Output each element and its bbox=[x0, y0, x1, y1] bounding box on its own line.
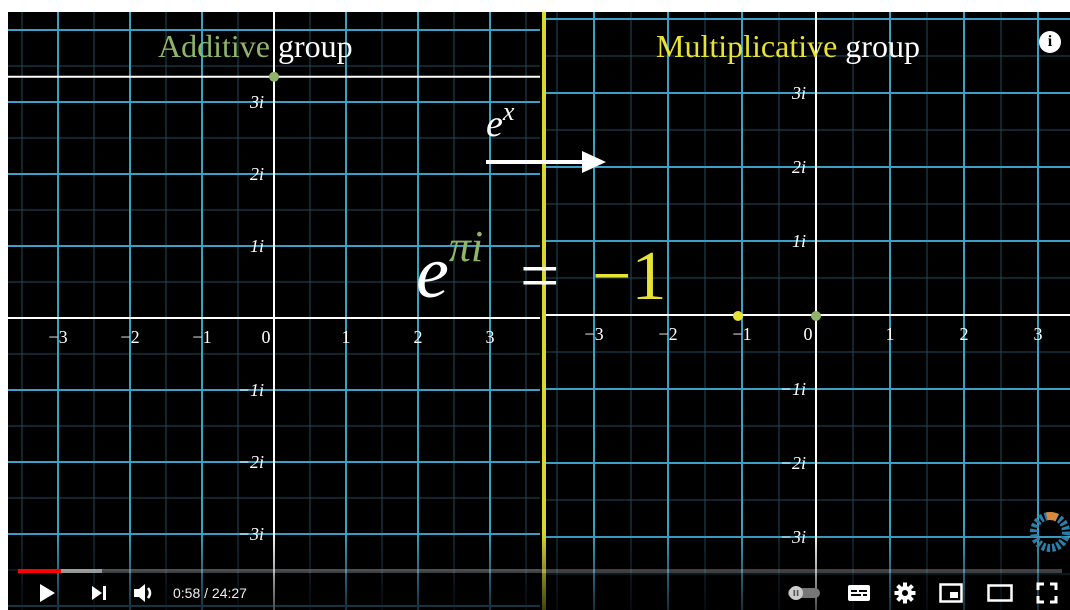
next-button[interactable] bbox=[84, 576, 114, 610]
multiplicative-real-tick-label: −1 bbox=[732, 324, 751, 344]
additive-imag-tick-label: −1i bbox=[238, 380, 264, 400]
equation-equals: = bbox=[520, 238, 559, 315]
multiplicative-imag-tick-label: 1i bbox=[792, 231, 806, 251]
multiplicative-group-title: Multiplicative group bbox=[656, 28, 920, 65]
divider-line bbox=[542, 12, 546, 610]
equation: eπi bbox=[416, 222, 483, 314]
progress-bar[interactable] bbox=[18, 569, 1062, 573]
duration: 24:27 bbox=[211, 585, 247, 601]
multiplicative-real-tick-label: 0 bbox=[804, 324, 813, 344]
multiplicative-word: Multiplicative bbox=[656, 28, 838, 64]
additive-real-tick-label: −1 bbox=[192, 327, 211, 347]
equation-base: e bbox=[416, 232, 449, 314]
mapping-exponent: x bbox=[502, 97, 515, 126]
multiplicative-imag-tick-label: −2i bbox=[780, 453, 806, 473]
additive-real-tick-label: 0 bbox=[262, 327, 271, 347]
additive-real-tick-label: −3 bbox=[48, 327, 67, 347]
autoplay-toggle-icon bbox=[788, 586, 820, 600]
additive-imag-tick-label: 3i bbox=[249, 92, 264, 112]
group-word-right: group bbox=[837, 28, 920, 64]
fullscreen-icon bbox=[1036, 582, 1058, 604]
multiplicative-real-tick-label: 3 bbox=[1034, 324, 1043, 344]
multiplicative-real-tick-label: 1 bbox=[886, 324, 895, 344]
multiplicative-point-yellow bbox=[733, 311, 743, 321]
loading-spinner-icon bbox=[1030, 512, 1070, 552]
equation-rhs: −1 bbox=[592, 238, 666, 315]
video-player[interactable]: −3−2−101233i2i1i−1i−2i−3i−3−2−101233i2i1… bbox=[8, 12, 1070, 610]
progress-played bbox=[18, 569, 61, 573]
autoplay-toggle[interactable] bbox=[784, 576, 824, 610]
additive-word: Additive bbox=[158, 28, 270, 64]
mapping-base: e bbox=[486, 103, 503, 145]
additive-real-tick-label: 1 bbox=[342, 327, 351, 347]
volume-button[interactable] bbox=[128, 576, 162, 610]
controls-shade bbox=[8, 532, 1070, 610]
time-display: 0:58 / 24:27 bbox=[173, 585, 247, 601]
info-icon: i bbox=[1047, 33, 1053, 50]
miniplayer-button[interactable] bbox=[934, 576, 968, 610]
settings-button[interactable] bbox=[888, 576, 922, 610]
equation-exponent: πi bbox=[449, 222, 483, 271]
time-separator: / bbox=[200, 585, 212, 601]
mapping-arrow-head bbox=[582, 151, 606, 173]
additive-group-title: Additive group bbox=[158, 28, 353, 65]
player-controls: 0:58 / 24:27 bbox=[8, 576, 1070, 610]
additive-imag-tick-label: 1i bbox=[250, 236, 264, 256]
additive-real-tick-label: −2 bbox=[120, 327, 139, 347]
volume-icon bbox=[134, 584, 152, 602]
multiplicative-real-tick-label: −2 bbox=[658, 324, 677, 344]
multiplicative-real-tick-label: 2 bbox=[960, 324, 969, 344]
additive-point bbox=[269, 71, 279, 82]
miniplayer-icon bbox=[939, 583, 963, 603]
settings-icon bbox=[894, 582, 916, 604]
additive-imag-tick-label: 2i bbox=[250, 164, 264, 184]
theater-mode-button[interactable] bbox=[982, 576, 1018, 610]
multiplicative-imag-tick-label: 2i bbox=[792, 157, 806, 177]
play-icon bbox=[40, 584, 55, 602]
multiplicative-real-tick-label: −3 bbox=[584, 324, 603, 344]
multiplicative-imag-tick-label: 3i bbox=[791, 83, 806, 103]
additive-imag-tick-label: −2i bbox=[238, 452, 264, 472]
subtitles-button[interactable] bbox=[842, 576, 876, 610]
theater-mode-icon bbox=[987, 584, 1013, 602]
mapping-label: ex bbox=[486, 97, 515, 145]
subtitles-icon bbox=[848, 585, 870, 601]
next-icon bbox=[92, 586, 106, 600]
additive-real-tick-label: 3 bbox=[486, 327, 495, 347]
multiplicative-imag-tick-label: −1i bbox=[780, 379, 806, 399]
additive-real-tick-label: 2 bbox=[414, 327, 423, 347]
play-button[interactable] bbox=[32, 576, 62, 610]
video-frame: −3−2−101233i2i1i−1i−2i−3i−3−2−101233i2i1… bbox=[8, 12, 1070, 610]
fullscreen-button[interactable] bbox=[1030, 576, 1064, 610]
info-button[interactable]: i bbox=[1039, 31, 1061, 53]
current-time: 0:58 bbox=[173, 585, 201, 601]
group-word-left: group bbox=[269, 28, 353, 64]
multiplicative-point-green bbox=[811, 311, 821, 321]
